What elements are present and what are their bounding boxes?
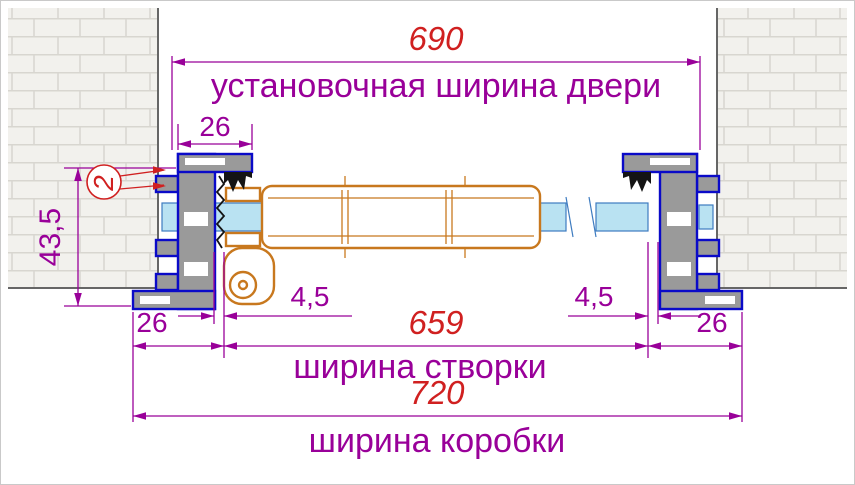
left-frame-profile <box>131 152 254 311</box>
glazing-bead-top <box>224 186 262 203</box>
right-fin-2 <box>695 238 721 258</box>
left-profile-bottom-flange <box>131 289 217 311</box>
right-frame-profile <box>621 152 744 311</box>
right-chamber-3 <box>667 262 691 276</box>
callout-wall-gap: 2 <box>86 164 166 200</box>
right-profile-body <box>658 152 699 311</box>
dim-profile-face-top: 26 <box>177 111 253 150</box>
break-mark-left <box>565 196 574 238</box>
frame-width-caption: ширина коробки <box>309 422 566 460</box>
frame-depth-value: 43,5 <box>34 208 67 266</box>
profile-face-top-value: 26 <box>199 111 230 142</box>
leaf-gap-left-value: 4,5 <box>291 281 330 312</box>
right-top-seal <box>623 172 651 192</box>
leaf-body <box>260 184 542 250</box>
dim-frame-width: 720 ширина коробки <box>133 374 742 460</box>
dim-leaf-gap-left: 4,5 <box>178 252 352 358</box>
right-profile-bottom-flange <box>658 289 744 311</box>
right-wall-masonry <box>717 8 847 288</box>
left-chamber-4 <box>140 296 170 304</box>
left-wall-masonry <box>8 8 158 288</box>
dim-install-width: 690 установочная ширина двери <box>171 20 701 150</box>
frame-width-value: 720 <box>409 374 465 411</box>
right-chamber-2 <box>667 212 691 226</box>
install-width-caption: установочная ширина двери <box>211 67 661 105</box>
left-chamber-3 <box>184 262 208 276</box>
break-mark-right <box>588 196 597 238</box>
left-chamber-1 <box>185 158 225 165</box>
right-chamber-1 <box>650 158 690 165</box>
left-fin-1 <box>154 174 180 194</box>
leaf-gap-right-value: 4,5 <box>575 281 614 312</box>
left-profile-body <box>176 152 217 311</box>
left-chamber-2 <box>184 212 208 226</box>
left-fin-3 <box>154 272 180 292</box>
leaf-width-value: 659 <box>408 304 463 341</box>
hinge <box>222 246 276 306</box>
glass-strip-right <box>595 202 649 232</box>
install-width-value: 690 <box>408 20 464 57</box>
leaf-width-caption: ширина створки <box>293 348 546 386</box>
right-fin-3 <box>695 272 721 292</box>
frame-bottom-left-value: 26 <box>136 307 167 338</box>
dim-leaf-width-chain: 26 659 26 ширина створки <box>132 304 743 422</box>
gap-circle <box>86 164 122 200</box>
frame-bottom-right-value: 26 <box>696 307 727 338</box>
glazing-bead-bottom <box>224 231 262 248</box>
hinge-pin <box>237 279 249 291</box>
right-chamber-4 <box>705 296 735 304</box>
left-fin-2 <box>154 238 180 258</box>
left-wall <box>8 8 159 289</box>
glass-stub-in-frame <box>698 204 714 230</box>
right-fin-1 <box>695 174 721 194</box>
dim-leaf-gap-right: 4,5 <box>568 242 700 358</box>
right-wall <box>716 8 847 289</box>
left-side-seal <box>215 175 226 249</box>
wall-gap-value: 2 <box>88 175 119 192</box>
left-top-seal <box>224 172 252 192</box>
